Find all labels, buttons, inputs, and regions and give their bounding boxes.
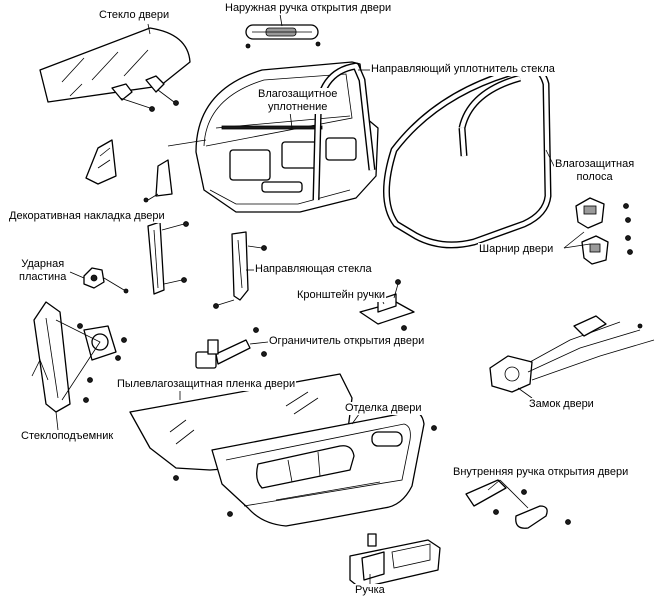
pull-handle-part: [349, 533, 441, 589]
label-moisture-seal: Влагозащитное уплотнение: [257, 88, 339, 114]
label-glass-guide: Направляющая стекла: [254, 263, 373, 276]
door-hinge-part: [575, 197, 633, 265]
inner-handle-part: [465, 479, 571, 529]
label-run-channel: Направляющий уплотнитель стекла: [370, 63, 556, 76]
window-regulator-part: [31, 301, 127, 413]
label-door-lock: Замок двери: [528, 398, 595, 411]
label-inner-handle: Внутренняя ручка открытия двери: [452, 466, 630, 479]
door-glass-part: [39, 27, 191, 112]
label-striker-plate: Ударная пластина: [18, 258, 68, 284]
label-outer-handle: Наружная ручка открытия двери: [224, 2, 393, 15]
label-window-regulator: Стеклоподъемник: [20, 430, 115, 443]
label-handle-bracket: Кронштейн ручки: [296, 289, 387, 302]
label-weatherstrip: Влагозащитная полоса: [554, 158, 636, 184]
label-door-trim: Отделка двери: [344, 402, 423, 415]
door-body-part: [167, 61, 379, 213]
weatherstrip-part: [382, 64, 552, 249]
striker-plate-part: [83, 267, 129, 294]
glass-run-channel-part: [312, 62, 376, 201]
handle-bracket-part: [359, 279, 415, 331]
label-door-checker: Ограничитель открытия двери: [268, 335, 426, 348]
label-door-trim-cover: Декоративная накладка двери: [8, 210, 166, 223]
door-lock-part: [489, 315, 655, 393]
outer-handle-part: [245, 24, 321, 49]
label-pull-handle: Ручка: [354, 584, 386, 597]
label-door-hinge: Шарнир двери: [478, 243, 555, 256]
door-checker-part: [195, 327, 267, 369]
label-dust-film: Пылевлагозащитная пленка двери: [116, 378, 297, 391]
rear-glass-guide-part: [147, 221, 189, 295]
door-trim-cover-part: [85, 139, 173, 203]
label-door-glass: Стекло двери: [98, 9, 171, 22]
glass-guide-part: [213, 231, 267, 309]
